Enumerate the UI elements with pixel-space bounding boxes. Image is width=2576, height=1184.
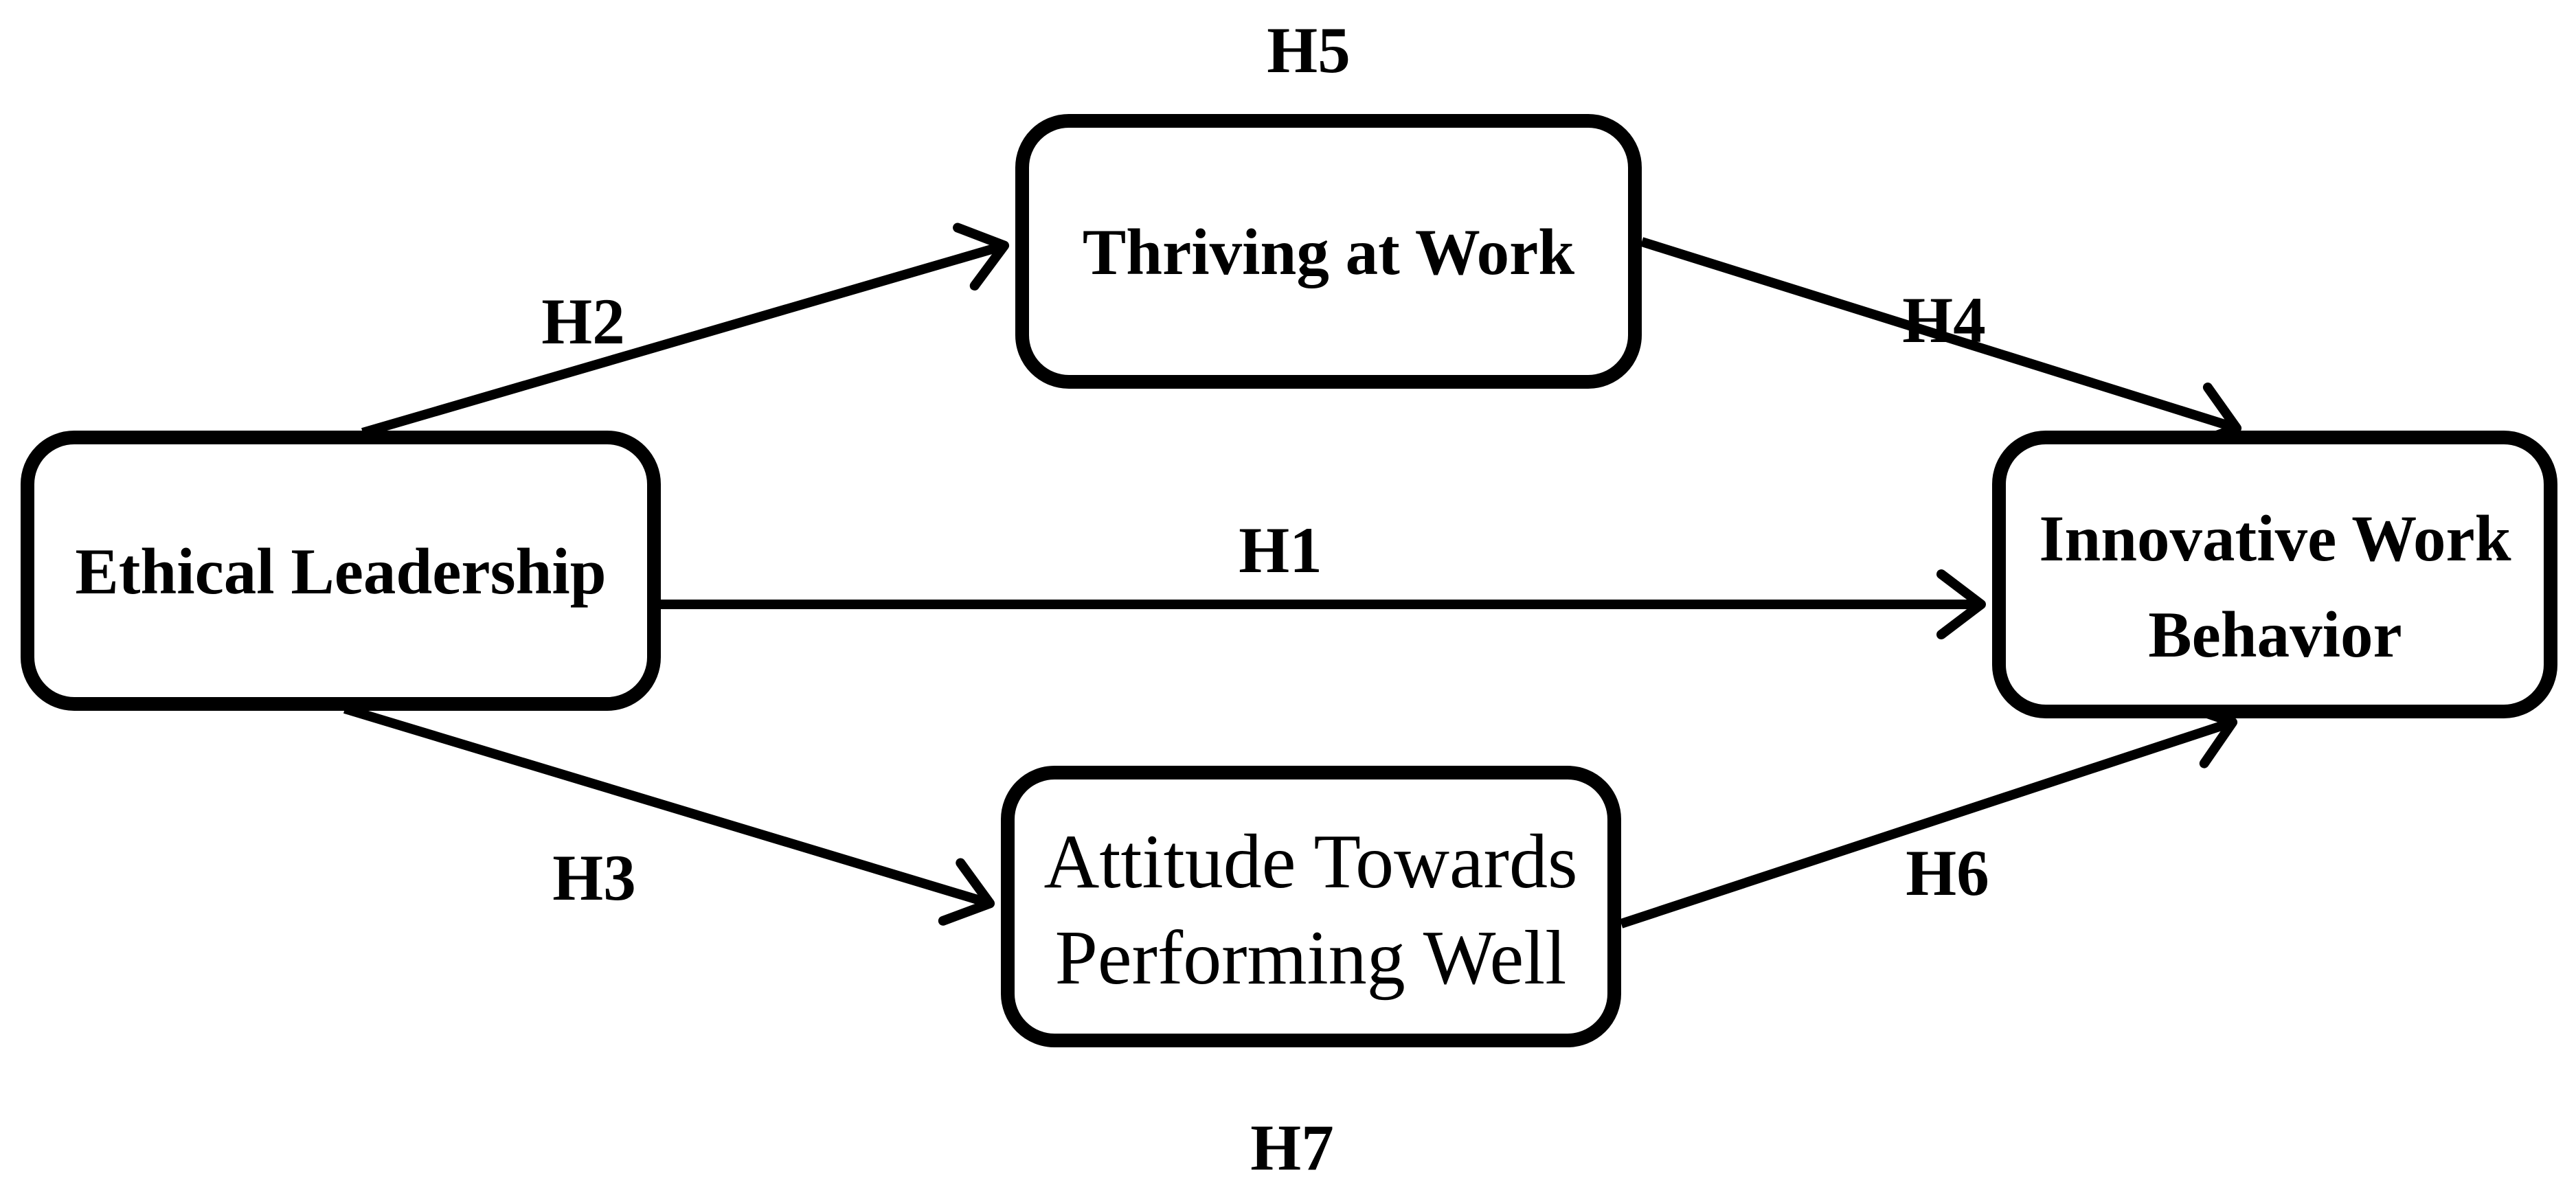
mediation-labels-group: H5 H7 (1250, 14, 1350, 1184)
node-thriving-at-work-box (1015, 114, 1642, 389)
node-ethical-leadership-label: Ethical Leadership (75, 535, 606, 608)
node-attitude-towards-performing-well-box (1001, 766, 1621, 1047)
mediation-h5-label: H5 (1267, 14, 1350, 87)
mediation-h7-label: H7 (1250, 1111, 1333, 1184)
edge-h4-label: H4 (1902, 284, 1985, 356)
edge-h3-arrow (343, 704, 995, 926)
node-ethical-leadership-box (21, 431, 661, 711)
edge-h3-label: H3 (552, 841, 635, 914)
node-attitude-label-line1: Attitude Towards (1043, 819, 1577, 904)
node-labels-group: Ethical Leadership Thriving at Work Atti… (75, 216, 2511, 1001)
node-innovative-label-line2: Behavior (2148, 598, 2402, 671)
edge-labels-group: H2 H1 H3 H4 H6 (541, 284, 1989, 914)
node-innovative-label-line1: Innovative Work (2039, 502, 2511, 575)
edges-group (343, 223, 2242, 929)
node-attitude-label-line2: Performing Well (1055, 915, 1567, 1001)
nodes-group (21, 114, 2557, 1047)
edge-h2-label: H2 (541, 285, 624, 358)
edge-h1-label: H1 (1239, 514, 1322, 587)
edge-h6-label: H6 (1906, 836, 1989, 909)
edge-h2-arrow (361, 223, 1010, 437)
edge-h4-arrow (1640, 237, 2242, 451)
edge-h6-arrow (1619, 701, 2238, 929)
node-thriving-at-work-label: Thriving at Work (1083, 216, 1574, 288)
node-innovative-work-behavior-box (1992, 431, 2557, 718)
